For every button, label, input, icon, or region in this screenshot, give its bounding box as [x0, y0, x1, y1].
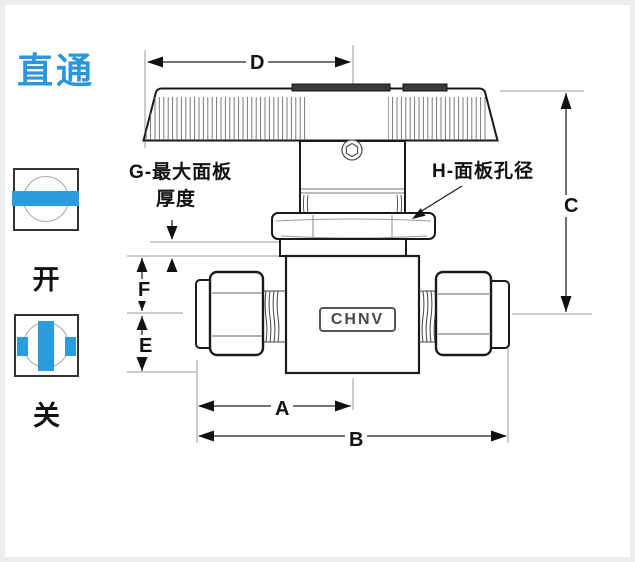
- dimension-arrowheads: [136, 56, 572, 442]
- valve-handle: [142, 83, 499, 142]
- dim-label-c: C: [560, 195, 583, 217]
- g-annotation-line2: 厚度: [156, 189, 197, 210]
- valve-body: [279, 238, 421, 375]
- valve-drawing: [127, 45, 592, 443]
- closed-symbol-port-left: [17, 337, 28, 356]
- set-screw: [341, 139, 363, 161]
- open-symbol-flow-band: [12, 191, 79, 206]
- open-symbol-label: 开: [32, 265, 60, 295]
- dim-label-d: D: [246, 52, 269, 74]
- dim-label-e: E: [135, 335, 157, 357]
- dim-label-a: A: [271, 398, 294, 420]
- closed-symbol-port-right: [65, 337, 76, 356]
- closed-symbol-ball-band: [38, 321, 54, 371]
- left-fitting: [195, 270, 286, 357]
- dim-label-f: F: [134, 279, 155, 301]
- g-annotation-line1: G-最大面板: [129, 162, 233, 183]
- handle-knurling: [145, 97, 487, 140]
- h-annotation: H-面板孔径: [432, 161, 535, 182]
- brand-plate: CHNV: [319, 307, 396, 332]
- handle-top-grip-right: [402, 83, 448, 92]
- dim-label-b: B: [345, 429, 368, 451]
- handle-top-grip-left: [291, 83, 391, 92]
- valve-stem: [299, 139, 406, 215]
- page-title: 直通: [17, 50, 96, 91]
- panel-nut: [271, 212, 436, 240]
- right-fitting: [419, 270, 510, 357]
- closed-symbol-label: 关: [33, 401, 60, 431]
